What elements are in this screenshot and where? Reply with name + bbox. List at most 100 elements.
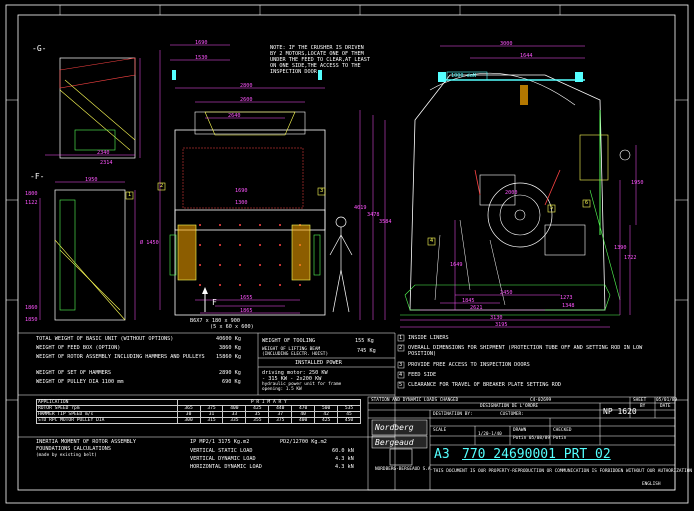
dim-label: 1530	[195, 55, 208, 61]
dim-label: 1644	[520, 53, 533, 59]
legend-num: 2	[399, 345, 403, 351]
dim-label: 1273	[560, 295, 573, 301]
spec-value: 745 Kg	[357, 348, 376, 354]
dim-label: 3195	[495, 322, 508, 328]
legend-text: CLEARANCE FOR TRAVEL OF BREAKER PLATE SE…	[408, 382, 562, 388]
spec-row: WEIGHT OF SET OF HAMMERS 2890 Kg	[36, 370, 241, 376]
foundations-label: FOUNDATIONS CALCULATIONS	[36, 446, 111, 452]
note-line: BY 2 MOTORS,LOCATE ONE OF THEM	[270, 51, 364, 57]
person-figure	[329, 216, 353, 313]
scale-label: SCALE	[433, 428, 447, 433]
load-value: 4.3 kN	[335, 456, 354, 462]
marker-5-box	[547, 204, 556, 213]
spec-row: WEIGHT OF PULLEY DIA 1100 mm 690 Kg	[36, 379, 241, 385]
inertia-label: INERTIA MOMENT OF ROTOR ASSEMBLY	[36, 439, 136, 445]
section-g-view	[45, 57, 141, 159]
legend-num: 1	[399, 335, 403, 341]
power-line: opening: 1.5 KW	[262, 387, 302, 392]
dim-label: 1722	[624, 255, 637, 261]
specs-frame	[18, 332, 396, 490]
dim-label: (5 x 60 x 600)	[210, 324, 254, 330]
marker-3-box	[317, 187, 326, 196]
spec-label: WEIGHT OF TOOLING	[262, 338, 316, 344]
side-view	[400, 71, 621, 316]
revision-date: 05/01/89	[656, 398, 678, 403]
section-f-label: -F-	[30, 172, 45, 181]
nordberg-logo-box	[371, 419, 428, 436]
dim-label: 2640	[228, 113, 241, 119]
drawn-label: DRAWN	[513, 428, 527, 433]
legend-num: 5	[399, 382, 403, 388]
marker-label: 6	[585, 200, 589, 206]
dim-label: 1860	[25, 305, 38, 311]
drawing-number: 770 24690001 PRT 02	[462, 447, 611, 462]
dim-label: 2450	[500, 290, 513, 296]
dim-label: 1690	[195, 40, 208, 46]
spec-value: 155 Kg	[355, 338, 374, 344]
checked-label: CHECKED	[553, 428, 572, 433]
spec-row: WEIGHT OF ROTOR ASSEMBLY INCLUDING HAMME…	[36, 354, 241, 360]
marker-label: 1	[128, 192, 132, 198]
legend-text: FEED SIDE	[408, 372, 437, 378]
scale-value: 1/20-1/40	[478, 432, 502, 437]
marker-1-box	[125, 191, 134, 200]
feed-arrow-label: F	[212, 298, 217, 307]
company-name: NORDBERG-BERGEAUD S.A.	[375, 467, 434, 472]
checked-value: Potin	[553, 436, 567, 441]
date-label: DATE	[660, 404, 671, 409]
note-line: ON ONE SIDE,THE ACCESS TO THE	[270, 63, 361, 69]
force-label: 1000 daN	[451, 73, 476, 79]
dim-label: 2621	[470, 305, 483, 311]
inner-frame	[17, 14, 676, 491]
revision-code: C4-02699	[530, 398, 552, 403]
foundations-note: (made by existing belt)	[36, 453, 97, 458]
note-line: UNDER THE FEED TO CLEAR,AT LEAST	[270, 57, 370, 63]
dim-label: 1850	[25, 317, 38, 323]
description-label: DESIGNATION DE L'ORDRE	[480, 404, 539, 409]
load-value: 60.0 kN	[332, 448, 354, 454]
side-view-dimensions	[359, 45, 637, 328]
legend-text: INSIDE LINERS	[408, 335, 449, 341]
frame-ticks	[6, 5, 688, 401]
legend-text: OVERALL DIMENSIONS FOR SHIPMENT (PROTECT…	[408, 345, 643, 357]
bergeaud-logo-box	[371, 435, 428, 449]
power-line: driving motor: 250 KW	[262, 370, 328, 376]
sheet-size: A3	[434, 447, 450, 462]
dim-label: 1865	[240, 308, 253, 314]
dim-label: 1690	[235, 188, 248, 194]
dim-label: 1950	[631, 180, 644, 186]
title-block	[367, 396, 676, 491]
dim-label: 1348	[562, 303, 575, 309]
marker-4-box	[427, 237, 436, 246]
spec-row: WEIGHT OF FEED BOX (OPTION) 3860 Kg	[36, 345, 241, 351]
power-line: hydraulic power unit for frame	[262, 382, 342, 387]
legend-num: 3	[399, 362, 403, 368]
load-label: VERTICAL DYNAMIC LOAD	[190, 456, 256, 462]
dim-label: 1649	[450, 262, 463, 268]
legend-num: 4	[399, 372, 403, 378]
spec-row: TOTAL WEIGHT OF BASIC UNIT (WITHOUT OPTI…	[36, 336, 241, 342]
spec-label: WEIGHT OF LIFTING BEAM (INCLUDING ELECTR…	[262, 347, 329, 357]
dim-label: 1800	[25, 191, 38, 197]
dim-label: B6X7 x 180 x 900	[190, 318, 240, 324]
load-label: HORIZONTAL DYNAMIC LOAD	[190, 464, 262, 470]
marker-label: 5	[550, 205, 554, 211]
dim-label: 3478	[367, 212, 380, 218]
inertia-value: PD2/12700 Kg.m2	[280, 439, 327, 445]
revision-text: STATION AND DYNAMIC LOADS CHANGED	[371, 398, 459, 403]
dim-label: 2600	[240, 97, 253, 103]
dim-label: 3584	[379, 219, 392, 225]
dim-label: 3000	[500, 41, 513, 47]
dim-label: 2314	[100, 160, 113, 166]
outer-frame	[5, 4, 689, 504]
weights-list: TOTAL WEIGHT OF BASIC UNIT (WITHOUT OPTI…	[36, 336, 256, 388]
marker-label: 3	[320, 188, 324, 194]
legend-boxes	[397, 334, 405, 389]
drawn-value: Potin 05/08/89	[513, 436, 551, 441]
brand-nordberg: Nordberg	[375, 423, 414, 432]
destination-label: DESTINATION BY:	[433, 412, 473, 417]
power-line: - 315 KW - 2x200 KW	[262, 376, 322, 382]
section-f-view	[39, 181, 136, 321]
